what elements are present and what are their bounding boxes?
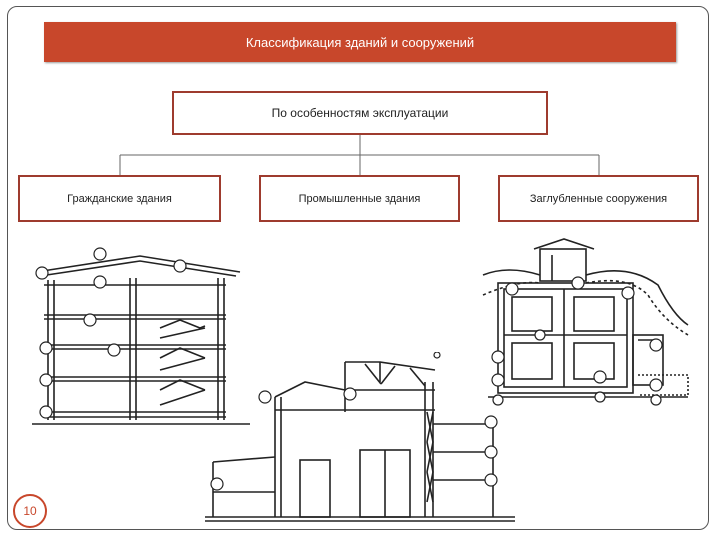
- root-category-box: По особенностям эксплуатации: [172, 91, 548, 135]
- category-box-industrial: Промышленные здания: [259, 175, 460, 222]
- page-number: 10: [23, 504, 37, 518]
- industrial-building-section-drawing: [205, 352, 515, 522]
- category-label-civil: Гражданские здания: [67, 192, 172, 205]
- slide-title: Классификация зданий и сооружений: [245, 34, 475, 50]
- underground-structure-section-drawing: [482, 238, 689, 406]
- category-box-civil: Гражданские здания: [18, 175, 221, 222]
- civil-building-section-drawing: [32, 247, 250, 425]
- category-box-underground: Заглубленные сооружения: [498, 175, 699, 222]
- root-category-label: По особенностям эксплуатации: [271, 106, 449, 120]
- page-number-badge: 10: [13, 494, 47, 528]
- category-label-industrial: Промышленные здания: [298, 192, 421, 205]
- category-label-underground: Заглубленные сооружения: [529, 192, 668, 205]
- slide-frame: [7, 6, 709, 530]
- slide-title-bar: Классификация зданий и сооружений: [44, 22, 676, 62]
